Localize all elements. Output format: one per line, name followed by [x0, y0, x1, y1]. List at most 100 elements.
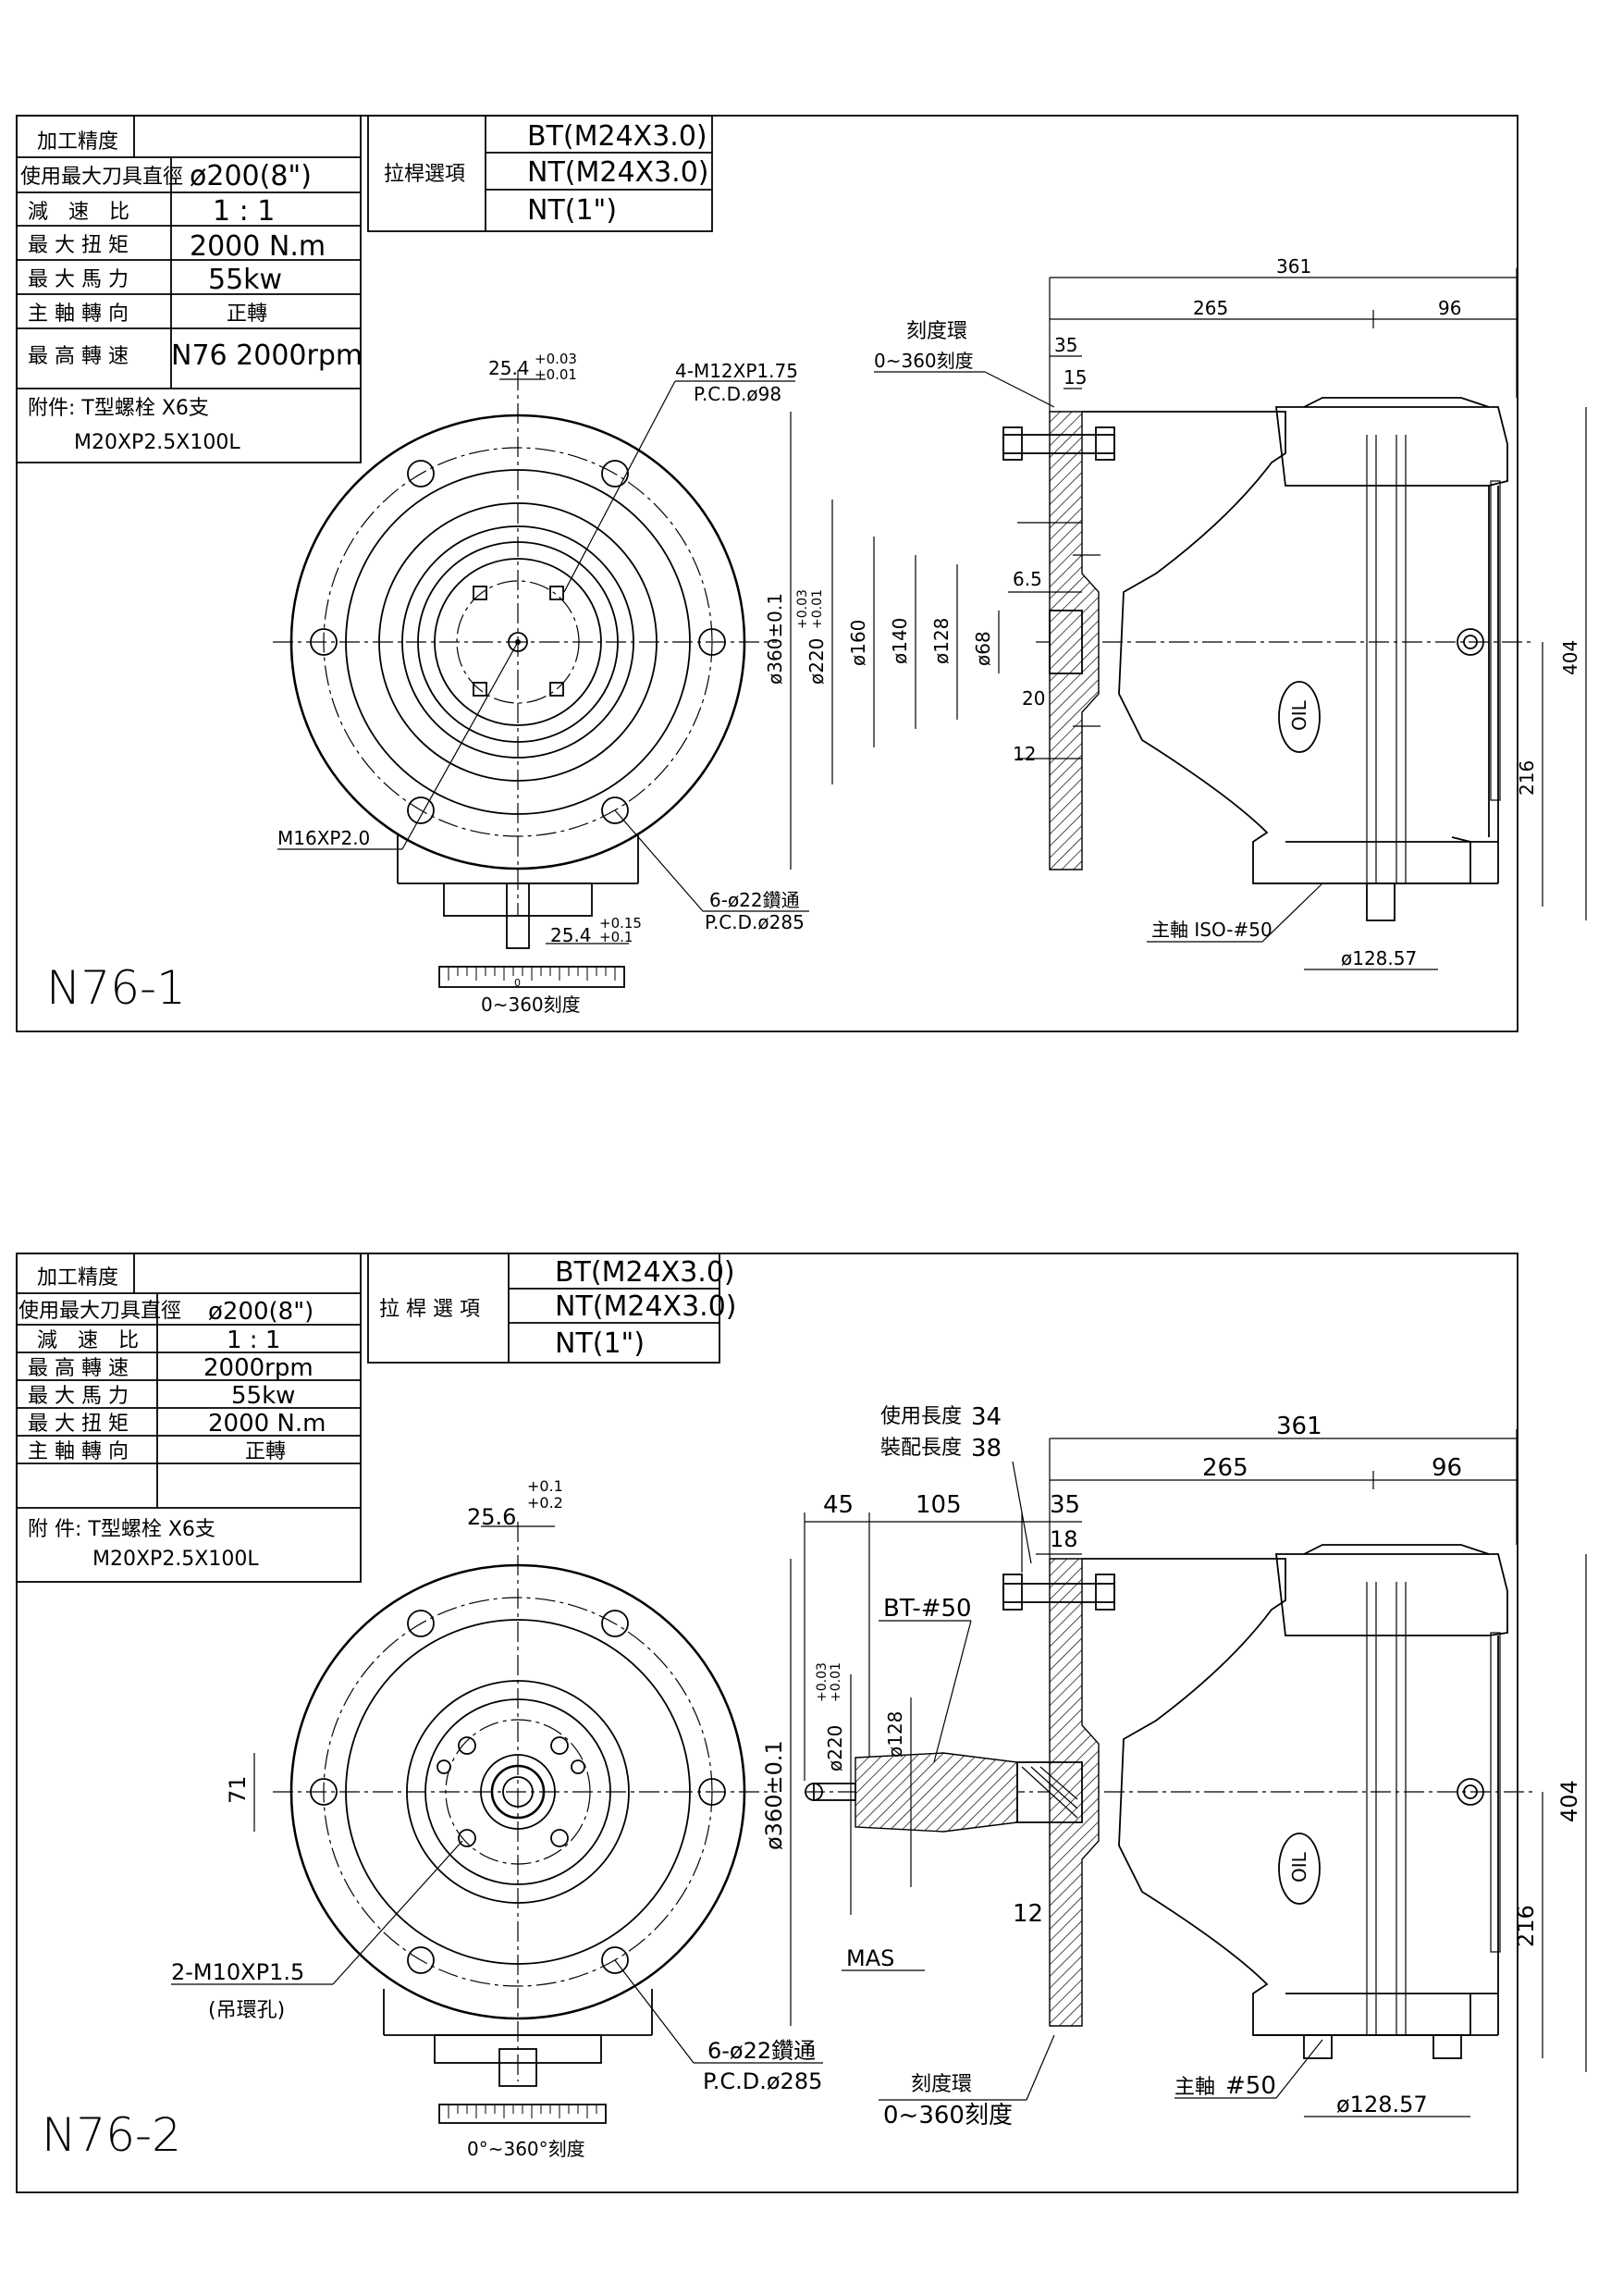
scale-label: 0~360刻度	[481, 994, 581, 1016]
spec-table-2: 加工精度 使用最大刀具直徑 ø200(8") 減 速 比 1 : 1 最 高 轉…	[16, 1253, 362, 1583]
dim2-105: 105	[916, 1491, 962, 1519]
dim2-216: 216	[1513, 1905, 1539, 1947]
front2-tol-upper: +0.1	[527, 1477, 563, 1495]
bt-label: BT-#50	[883, 1595, 972, 1623]
hole-note: 4-M12XP1.75	[675, 360, 798, 382]
spec-label: 最 大 馬 力	[28, 1385, 129, 1408]
dim2-265: 265	[1202, 1454, 1248, 1482]
pull-stud-label: 拉 桿 選 項	[379, 1298, 480, 1321]
spindle2-label: 主軸	[1174, 2076, 1215, 2099]
dim-35: 35	[1054, 334, 1077, 356]
fit-length: 38	[971, 1435, 1002, 1463]
pull-stud-option: NT(1")	[527, 194, 617, 227]
spec-table-1: 加工精度 使用最大刀具直徑 ø200(8") 減 速 比 1 : 1 最 大 扭…	[16, 115, 363, 463]
dim-216: 216	[1516, 760, 1538, 796]
dim2-361: 361	[1276, 1413, 1322, 1440]
spec-value: ø200(8")	[190, 160, 312, 192]
oil-label: OIL	[1288, 699, 1310, 731]
dia-360: ø360±0.1	[764, 593, 786, 685]
front-view-2: 25.6 +0.1 +0.2 71 2-M10XP1.5 (吊環孔) 6-ø22…	[171, 1477, 823, 2160]
dia-160: ø160	[847, 620, 869, 666]
dim-20: 20	[1022, 687, 1045, 710]
dim2-96: 96	[1432, 1454, 1462, 1482]
front2-dim-top: 25.6	[467, 1504, 516, 1530]
front-tol-bottom-lower: +0.1	[599, 929, 633, 945]
spec-label: 最 大 扭 矩	[28, 1413, 129, 1436]
front2-thread-sub: (吊環孔)	[208, 1999, 285, 2022]
thread-note: M16XP2.0	[277, 827, 370, 849]
dia2-128-57: ø128.57	[1336, 2092, 1428, 2117]
spec-label: 主 軸 轉 向	[28, 302, 129, 326]
bolt-pcd-note: P.C.D.ø285	[705, 911, 805, 933]
front-tol-upper: +0.03	[535, 351, 577, 367]
front-dim-top: 25.4	[488, 357, 530, 379]
side-view-2: OIL 361 265 96 使用長度 34 裝配長度 38	[761, 1403, 1587, 2129]
spec-value: 2000 N.m	[190, 230, 326, 263]
spec-value: 55kw	[208, 264, 282, 296]
drawing-1: 加工精度 使用最大刀具直徑 ø200(8") 減 速 比 1 : 1 最 大 扭…	[16, 115, 1587, 1032]
dim-361: 361	[1276, 255, 1311, 278]
ring-label: 刻度環	[906, 320, 967, 343]
spec-label: 使用最大刀具直徑	[20, 166, 183, 189]
accessory-line: M20XP2.5X100L	[74, 431, 240, 454]
spec-label: 減 速 比	[28, 201, 129, 224]
model-label-2: N76-2	[42, 2108, 181, 2162]
spec-value: 正轉	[227, 302, 267, 326]
dia-220: ø220	[805, 638, 828, 685]
dim-96: 96	[1438, 297, 1461, 319]
dim-12: 12	[1013, 743, 1036, 765]
dim-404: 404	[1559, 640, 1581, 675]
spec-label: 最 大 扭 矩	[28, 234, 129, 257]
dim2-12: 12	[1013, 1900, 1043, 1928]
spec-value: 1 : 1	[213, 195, 275, 228]
drawing-1-frame	[16, 115, 1518, 1032]
front-view-1: 25.4 +0.03 +0.01 4-M12XP1.75 P.C.D.ø98 M…	[273, 351, 809, 1016]
pull-stud-option: BT(M24X3.0)	[555, 1256, 735, 1289]
pull-stud-option: NT(1")	[555, 1327, 645, 1360]
spec-value: ø200(8")	[208, 1298, 314, 1326]
dim2-35: 35	[1050, 1491, 1080, 1519]
spec-value: 1 : 1	[227, 1327, 280, 1354]
drawing-2-frame	[16, 1253, 1518, 2193]
dim-15: 15	[1064, 366, 1087, 389]
dia2-220-tol-lower: +0.01	[829, 1662, 843, 1702]
spec-label: 最 大 馬 力	[28, 268, 129, 291]
front-dim-bottom: 25.4	[550, 924, 592, 946]
mas-label: MAS	[846, 1945, 894, 1971]
dia-128: ø128	[930, 618, 953, 664]
use-length-label: 使用長度	[880, 1405, 962, 1428]
front2-tol-lower: +0.2	[527, 1494, 563, 1512]
dia-140: ø140	[889, 618, 911, 664]
drawing-2: 加工精度 使用最大刀具直徑 ø200(8") 減 速 比 1 : 1 最 高 轉…	[16, 1253, 1587, 2193]
dia-220-tol-lower: +0.01	[810, 589, 825, 629]
oil-label-2: OIL	[1288, 1851, 1310, 1882]
dim2-45: 45	[823, 1491, 854, 1519]
model-label: N76-1	[46, 961, 186, 1015]
accessory-line: 附件: T型螺栓 X6支	[28, 397, 209, 420]
spec-value: 2000rpm	[203, 1354, 314, 1382]
front-tol-bottom-upper: +0.15	[599, 915, 642, 932]
hole-pcd-note: P.C.D.ø98	[694, 383, 781, 405]
spec-value: N76 2000rpm	[171, 339, 363, 372]
pull-stud-table-1: 拉桿選項 BT(M24X3.0) NT(M24X3.0) NT(1")	[367, 115, 713, 232]
spec-label: 加工精度	[37, 130, 118, 154]
dim-265: 265	[1193, 297, 1228, 319]
use-length: 34	[971, 1403, 1002, 1431]
dia2-220-tol-upper: +0.03	[815, 1662, 830, 1702]
ring-label-2: 刻度環	[911, 2073, 972, 2096]
spec-label: 最 高 轉 速	[28, 1357, 129, 1380]
spindle2-size: #50	[1225, 2072, 1276, 2100]
side-view-1: OIL 361 265 96 35 15 刻度環	[764, 255, 1587, 970]
bolt-note: 6-ø22鑽通	[709, 889, 800, 911]
dia2-360: ø360±0.1	[761, 1740, 787, 1850]
dia-220-tol-upper: +0.03	[795, 589, 810, 629]
dim-6-5: 6.5	[1013, 568, 1042, 590]
accessory-line: 附 件: T型螺栓 X6支	[28, 1518, 215, 1541]
ring-range-2: 0~360刻度	[883, 2102, 1013, 2129]
fit-length-label: 裝配長度	[880, 1437, 962, 1460]
spec-label: 使用最大刀具直徑	[18, 1300, 181, 1323]
scale-zero: 0	[514, 977, 521, 989]
pull-stud-label: 拉桿選項	[384, 163, 465, 186]
spec-value: 55kw	[231, 1382, 295, 1410]
